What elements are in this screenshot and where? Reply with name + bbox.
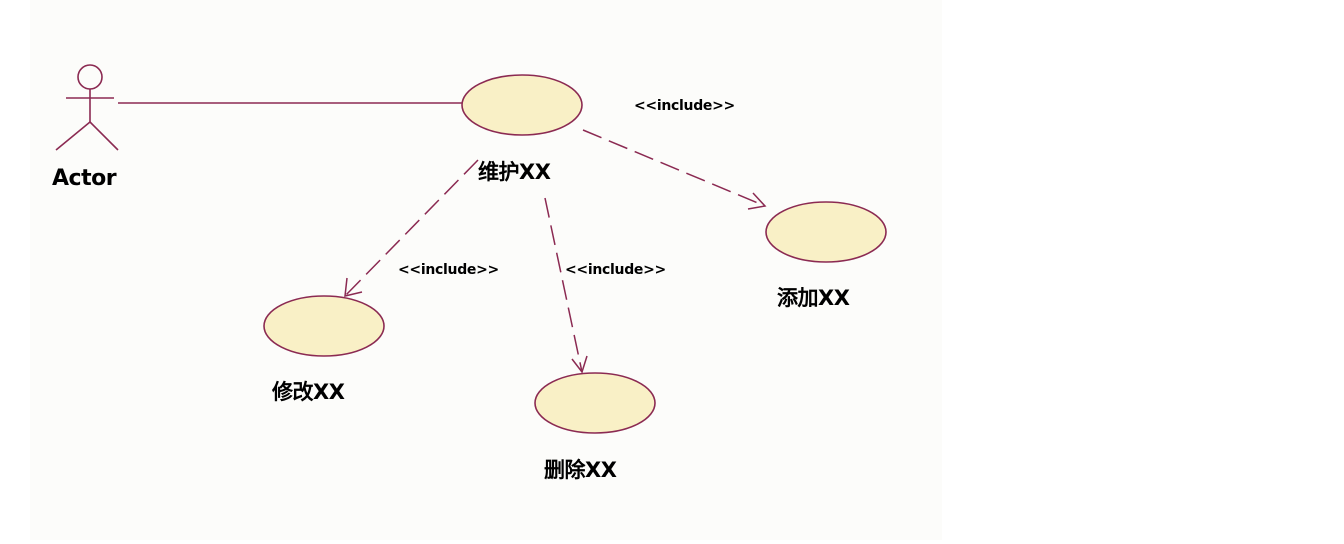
usecase-delete-label: 删除XX [544,458,617,482]
include-line-delete[interactable] [544,197,583,373]
include-line-add[interactable] [582,129,766,207]
usecase-modify-label: 修改XX [272,380,345,404]
stereotype-include-delete: <<include>> [565,262,666,278]
usecase-add[interactable] [765,201,887,263]
stereotype-include-modify: <<include>> [398,262,499,278]
arrowhead-modify [344,277,363,297]
actor-label: Actor [52,166,117,191]
arrowhead-delete [571,355,588,374]
stereotype-include-add: <<include>> [634,98,735,114]
usecase-delete[interactable] [534,372,656,434]
usecase-maintain-label: 维护XX [478,160,551,184]
usecase-maintain[interactable] [461,74,583,136]
usecase-modify[interactable] [263,295,385,357]
actor-figure[interactable] [55,64,119,151]
usecase-add-label: 添加XX [777,286,850,310]
actor-right-leg [89,121,119,151]
include-line-modify[interactable] [344,159,479,297]
arrowhead-add [747,192,767,210]
actor-left-leg [55,121,91,151]
